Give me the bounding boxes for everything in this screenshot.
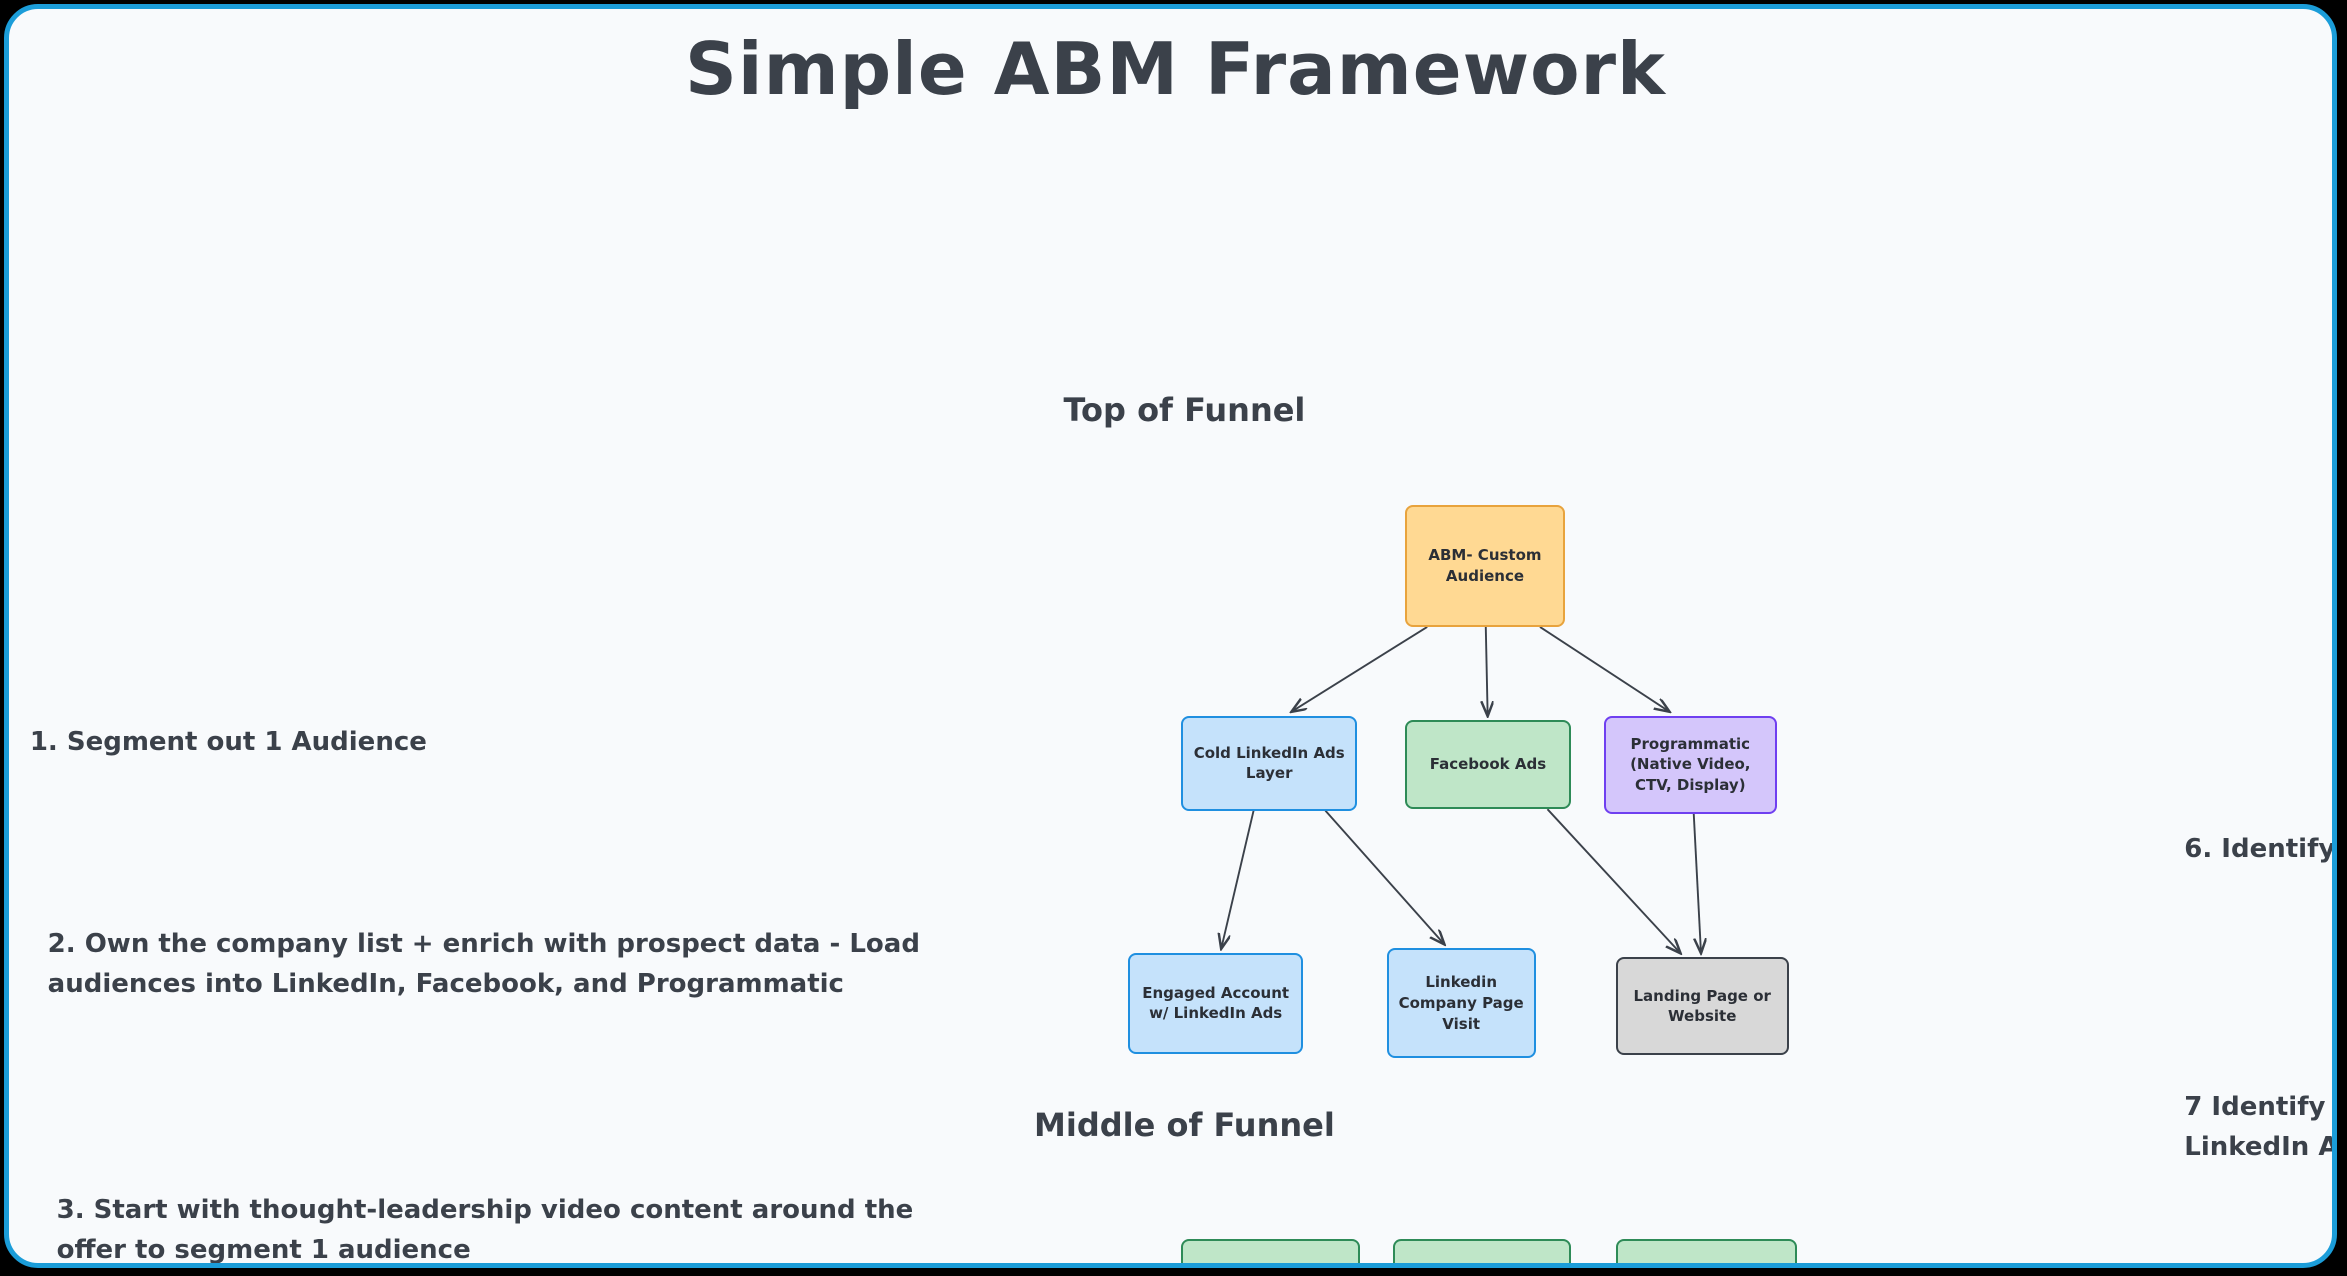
node-linkedin-company-page-visit[interactable]: Linkedin Company Page Visit — [1386, 948, 1536, 1059]
edge-cold-linkedin-ads-layer-to-linkedin-company-page-visit — [1324, 810, 1444, 945]
note-2: 2. Own the company list + enrich with pr… — [47, 928, 920, 999]
node-custom-landing-page-website[interactable]: Custom Landing Page + Website — [1615, 1238, 1798, 1263]
note-3: 3. Start with thought-leadership video c… — [56, 1195, 914, 1266]
note-1: 1. Segment out 1 Audience — [29, 727, 427, 758]
node-abm-custom-audience[interactable]: ABM- Custom Audience — [1404, 505, 1566, 627]
edge-abm-custom-audience-to-programmatic-native-video — [1539, 626, 1670, 712]
node-engaged-account-linkedin-ads-mofu[interactable]: Engaged Account w/ LinkedIn Ads — [1181, 1238, 1360, 1263]
node-cold-linkedin-ads-layer[interactable]: Cold LinkedIn Ads Layer — [1181, 715, 1357, 811]
page-title: Simple ABM Framework — [685, 27, 1666, 111]
node-landing-page-or-website[interactable]: Landing Page or Website — [1615, 957, 1789, 1056]
edge-facebook-ads-to-landing-page-or-website — [1546, 808, 1680, 953]
edge-abm-custom-audience-to-facebook-ads — [1486, 626, 1488, 716]
edge-programmatic-native-video-to-landing-page-or-website — [1692, 813, 1701, 954]
node-facebook-ads[interactable]: Facebook Ads — [1404, 720, 1572, 810]
node-company-page-visit[interactable]: Company Page Visit — [1392, 1238, 1572, 1263]
edge-abm-custom-audience-to-cold-linkedin-ads-layer — [1291, 626, 1428, 712]
section-title-mofu: Middle of Funnel — [1034, 1105, 1335, 1144]
edge-cold-linkedin-ads-layer-to-engaged-account-linkedin-ads-tofu — [1221, 810, 1255, 949]
section-title-tofu: Top of Funnel — [1063, 391, 1306, 430]
note-7: 7 Identify Highly-Engaged Companies Expo… — [2184, 1091, 2337, 1162]
node-engaged-account-linkedin-ads-tofu[interactable]: Engaged Account w/ LinkedIn Ads — [1127, 952, 1304, 1054]
node-programmatic-native-video[interactable]: Programmatic (Native Video, CTV, Display… — [1604, 715, 1777, 814]
note-6: 6. Identify Website Visitors (DemandSens… — [2184, 833, 2336, 864]
edge-layer — [9, 626, 2337, 1268]
